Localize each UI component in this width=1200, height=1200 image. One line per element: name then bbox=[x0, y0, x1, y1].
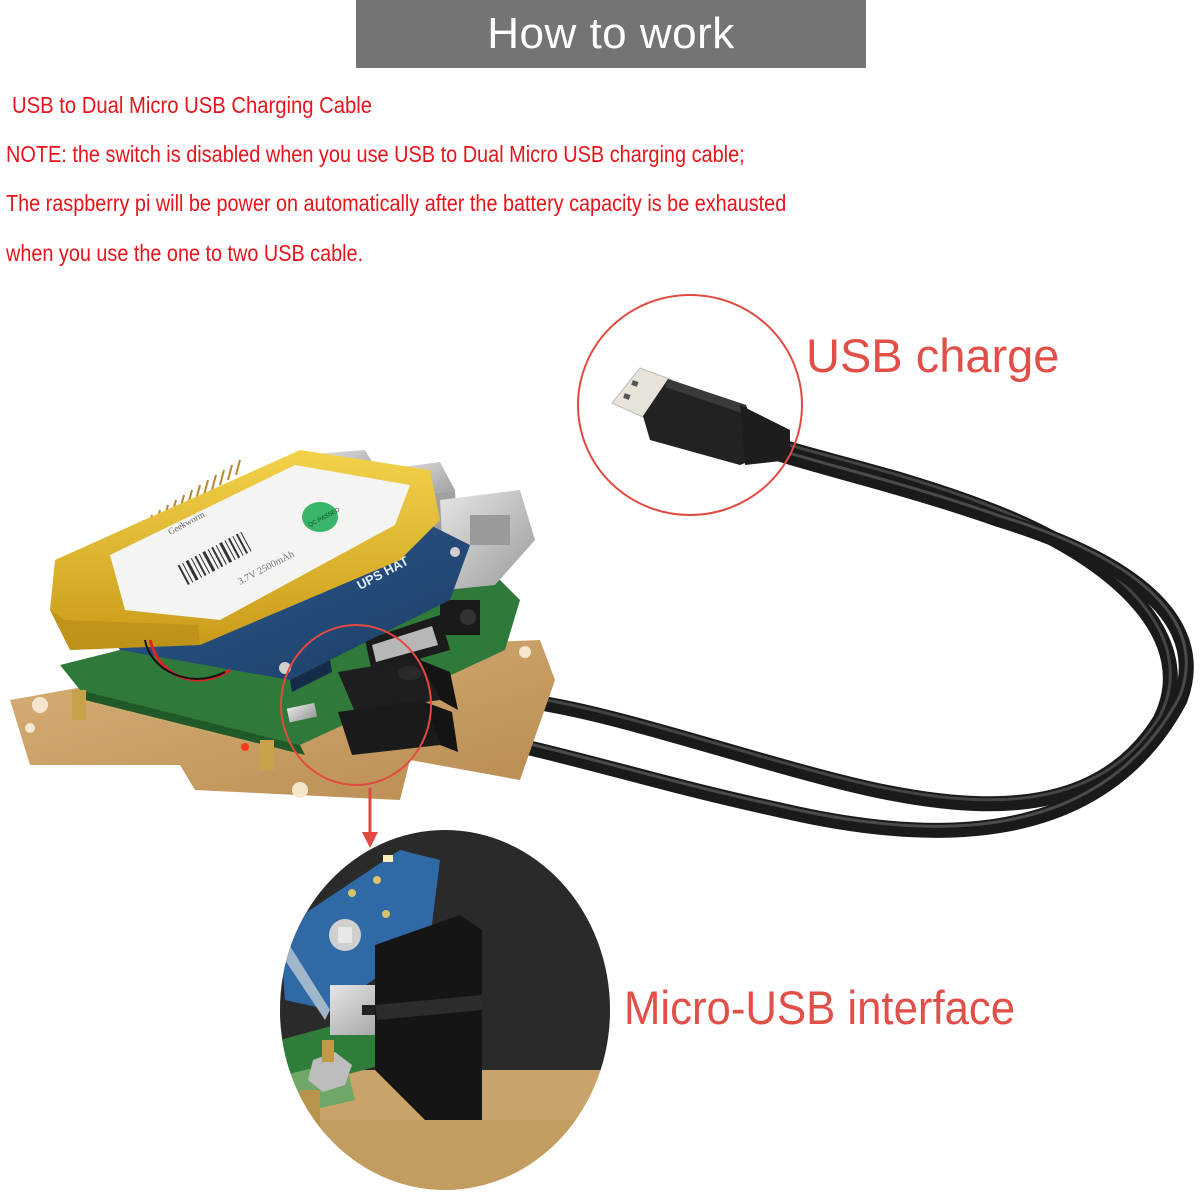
barcode bbox=[177, 531, 252, 585]
note-auto-power-on: The raspberry pi will be power on automa… bbox=[6, 190, 787, 216]
usb-cable bbox=[432, 432, 1194, 838]
micro-usb-detail-zoom bbox=[280, 830, 610, 1190]
micro-usb-plug-icon bbox=[338, 658, 458, 755]
page-title: How to work bbox=[487, 9, 735, 58]
raspberry-pi-ups-stack: UPS HAT Geekworm 3.7V 2500mAh bbox=[10, 450, 555, 800]
micro-usb-callout-circle bbox=[280, 624, 432, 786]
note-switch-disabled: NOTE: the switch is disabled when you us… bbox=[6, 141, 745, 167]
usb-a-plug-icon bbox=[611, 367, 790, 465]
usb-charge-label: USB charge bbox=[806, 329, 1060, 382]
micro-usb-interface-label: Micro-USB interface bbox=[624, 981, 1016, 1034]
header-banner: How to work bbox=[356, 0, 866, 68]
note-one-to-two-cable: when you use the one to two USB cable. bbox=[6, 240, 364, 266]
arrow-down-icon bbox=[362, 788, 378, 848]
qc-passed-badge bbox=[302, 502, 338, 532]
usb-charge-callout-circle bbox=[577, 294, 803, 516]
cable-name-heading: USB to Dual Micro USB Charging Cable bbox=[12, 92, 372, 118]
